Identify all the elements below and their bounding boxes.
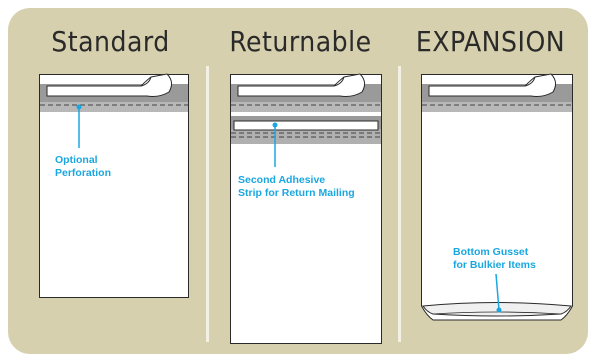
bag-body bbox=[230, 74, 382, 344]
standard-bag: Optional Perforation bbox=[39, 73, 189, 298]
expansion-bag-drawing bbox=[421, 73, 573, 321]
standard-bag-drawing bbox=[39, 73, 189, 298]
divider-left bbox=[206, 66, 209, 342]
callout-dot bbox=[76, 104, 82, 110]
callout-dot bbox=[272, 122, 278, 128]
release-liner bbox=[237, 73, 366, 97]
callout-line-1: Bottom Gusset bbox=[453, 246, 529, 258]
returnable-bag-drawing bbox=[230, 73, 382, 344]
callout-line-2: for Bulkier Items bbox=[453, 259, 536, 271]
bag-body bbox=[421, 74, 573, 321]
title-returnable: Returnable bbox=[229, 25, 372, 58]
comparison-panel: Standard Returnable EXPANSION Optional P… bbox=[8, 8, 588, 354]
callout-dot bbox=[496, 307, 502, 313]
title-standard: Standard bbox=[51, 25, 170, 58]
callout-line-1: Second Adhesive bbox=[238, 174, 326, 186]
returnable-bag: Second Adhesive Strip for Return Mailing bbox=[230, 73, 382, 344]
callout-pointer bbox=[495, 273, 500, 311]
release-liner bbox=[46, 73, 173, 97]
second-release-liner bbox=[233, 120, 379, 131]
title-expansion: EXPANSION bbox=[415, 25, 566, 58]
divider-right bbox=[398, 66, 401, 342]
release-liner bbox=[428, 73, 557, 97]
callout-second-adhesive-strip: Second Adhesive Strip for Return Mailing bbox=[238, 174, 355, 200]
callout-line-1: Optional bbox=[55, 154, 98, 166]
callout-bottom-gusset: Bottom Gusset for Bulkier Items bbox=[453, 246, 536, 272]
callout-optional-perforation: Optional Perforation bbox=[55, 154, 111, 180]
callout-line-2: Perforation bbox=[55, 167, 112, 179]
callout-line-2: Strip for Return Mailing bbox=[238, 187, 355, 199]
expansion-bag: Bottom Gusset for Bulkier Items bbox=[421, 73, 573, 332]
